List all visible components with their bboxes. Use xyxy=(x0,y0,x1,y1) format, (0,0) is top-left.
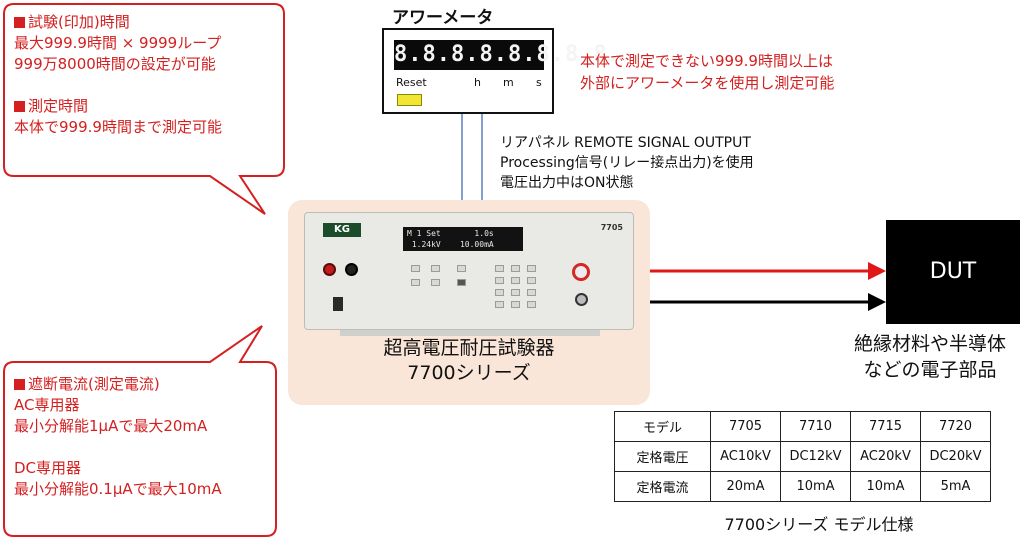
dc-heading: DC専用器 xyxy=(14,459,82,477)
signal-note: リアパネル REMOTE SIGNAL OUTPUT Processing信号(… xyxy=(500,133,754,193)
hour-meter-note: 本体で測定できない999.9時間以上は 外部にアワーメータを使用し測定可能 xyxy=(580,50,834,94)
tester-logo: KG xyxy=(323,223,361,237)
bullet-square-icon xyxy=(14,379,25,390)
bullet-square-icon xyxy=(14,17,25,28)
table-cell: 7720 xyxy=(920,411,991,442)
tester-key[interactable] xyxy=(511,277,520,284)
power-switch[interactable] xyxy=(333,297,343,311)
spec-table-caption: 7700シリーズ モデル仕様 xyxy=(724,515,914,534)
table-cell: 7715 xyxy=(850,411,921,442)
hour-meter-display: 8.8.8.8.8.8.8.8. xyxy=(394,40,621,70)
hour-meter-note-line2: 外部にアワーメータを使用し測定可能 xyxy=(580,74,835,92)
tester-key[interactable] xyxy=(431,279,440,286)
tester-key[interactable] xyxy=(495,301,504,308)
tester-key[interactable] xyxy=(527,289,536,296)
bottom-bubble-text: 遮断電流(測定電流) AC専用器 最小分解能1μAで最大20mA DC専用器 最… xyxy=(14,374,222,500)
table-cell: 定格電圧 xyxy=(614,441,711,472)
hour-meter: 8.8.8.8.8.8.8.8. Reset h m s xyxy=(382,28,621,114)
tester-model-label: 7705 xyxy=(600,223,623,232)
unit-seconds: s xyxy=(536,76,542,89)
return-arrow-head xyxy=(868,293,886,311)
hour-meter-title: アワーメータ xyxy=(392,8,494,28)
table-cell: 7705 xyxy=(710,411,781,442)
table-cell: 20mA xyxy=(710,471,781,502)
table-cell: モデル xyxy=(614,411,711,442)
tester-key[interactable] xyxy=(495,277,504,284)
cutoff-current-title: 遮断電流(測定電流) xyxy=(28,375,160,393)
table-row: 定格電圧 AC10kV DC12kV AC20kV DC20kV xyxy=(614,441,991,472)
tester-caption: 超高電圧耐圧試験器 7700シリーズ xyxy=(288,336,650,386)
top-bubble-text: 試験(印加)時間 最大999.9時間 × 9999ループ 999万8000時間の… xyxy=(14,12,222,138)
tester-key[interactable] xyxy=(431,265,440,272)
signal-note-line2: Processing信号(リレー接点出力)を使用 xyxy=(500,155,754,171)
tester-stand xyxy=(340,330,600,336)
measure-time-line: 本体で999.9時間まで測定可能 xyxy=(14,118,222,136)
stop-button[interactable] xyxy=(345,263,358,276)
table-cell: DC20kV xyxy=(920,441,991,472)
tester-key[interactable] xyxy=(411,279,420,286)
tester-display: M 1 Set 1.0s 1.24kV 10.00mA xyxy=(403,227,523,251)
spec-table: モデル 7705 7710 7715 7720 定格電圧 AC10kV DC12… xyxy=(614,411,991,502)
table-cell: 10mA xyxy=(780,471,851,502)
dut-caption-line1: 絶縁材料や半導体 xyxy=(853,333,1006,355)
tester-key[interactable] xyxy=(495,289,504,296)
signal-note-line3: 電圧出力中はON状態 xyxy=(500,175,634,191)
table-header-row: モデル 7705 7710 7715 7720 xyxy=(614,411,991,442)
table-cell: 定格電流 xyxy=(614,471,711,502)
bottom-bubble-outline xyxy=(3,325,277,537)
tester-display-line2: 1.24kV 10.00mA xyxy=(407,240,494,249)
tester-caption-line1: 超高電圧耐圧試験器 xyxy=(383,337,555,359)
tester-key[interactable] xyxy=(511,265,520,272)
tester-key[interactable] xyxy=(457,265,466,272)
dut-caption: 絶縁材料や半導体 などの電子部品 xyxy=(836,331,1024,383)
bullet-square-icon xyxy=(14,101,25,112)
tester-key[interactable] xyxy=(527,277,536,284)
tester-key[interactable] xyxy=(511,301,520,308)
tester-key[interactable] xyxy=(457,279,466,286)
start-button[interactable] xyxy=(323,263,336,276)
top-bubble-outline xyxy=(3,3,285,215)
tester-key[interactable] xyxy=(411,265,420,272)
hour-meter-note-line1: 本体で測定できない999.9時間以上は xyxy=(580,52,833,70)
hv-output-terminal xyxy=(572,263,590,281)
tester-key[interactable] xyxy=(527,301,536,308)
table-cell: 5mA xyxy=(920,471,991,502)
test-time-title: 試験(印加)時間 xyxy=(28,13,130,31)
hour-meter-reset-label: Reset xyxy=(396,76,427,89)
dut-box: DUT xyxy=(886,220,1020,324)
unit-minutes: m xyxy=(503,76,514,89)
table-cell: 10mA xyxy=(850,471,921,502)
dut-caption-line2: などの電子部品 xyxy=(863,359,997,381)
dc-text: 最小分解能0.1μAで最大10mA xyxy=(14,480,222,498)
table-cell: AC10kV xyxy=(710,441,781,472)
hv-arrow-head xyxy=(868,262,886,280)
test-time-line2: 999万8000時間の設定が可能 xyxy=(14,55,216,73)
cutoff-current-heading: 遮断電流(測定電流) xyxy=(14,374,222,395)
test-time-heading: 試験(印加)時間 xyxy=(14,12,222,33)
ac-text: 最小分解能1μAで最大20mA xyxy=(14,417,208,435)
tester-display-line1: M 1 Set 1.0s xyxy=(407,229,494,238)
table-row: 定格電流 20mA 10mA 10mA 5mA xyxy=(614,471,991,502)
tester-key[interactable] xyxy=(511,289,520,296)
unit-hours: h xyxy=(474,76,481,89)
return-terminal xyxy=(575,293,588,306)
tester-key[interactable] xyxy=(495,265,504,272)
table-cell: DC12kV xyxy=(780,441,851,472)
measure-time-title: 測定時間 xyxy=(28,97,89,115)
hour-meter-reset-button[interactable] xyxy=(397,94,422,106)
table-cell: AC20kV xyxy=(850,441,921,472)
tester-device: KG M 1 Set 1.0s 1.24kV 10.00mA 7705 xyxy=(304,212,634,330)
tester-caption-line2: 7700シリーズ xyxy=(407,362,531,384)
table-cell: 7710 xyxy=(780,411,851,442)
measure-time-heading: 測定時間 xyxy=(14,96,222,117)
signal-note-line1: リアパネル REMOTE SIGNAL OUTPUT xyxy=(500,135,751,151)
test-time-line1: 最大999.9時間 × 9999ループ xyxy=(14,34,222,52)
ac-heading: AC専用器 xyxy=(14,396,80,414)
tester-key[interactable] xyxy=(527,265,536,272)
